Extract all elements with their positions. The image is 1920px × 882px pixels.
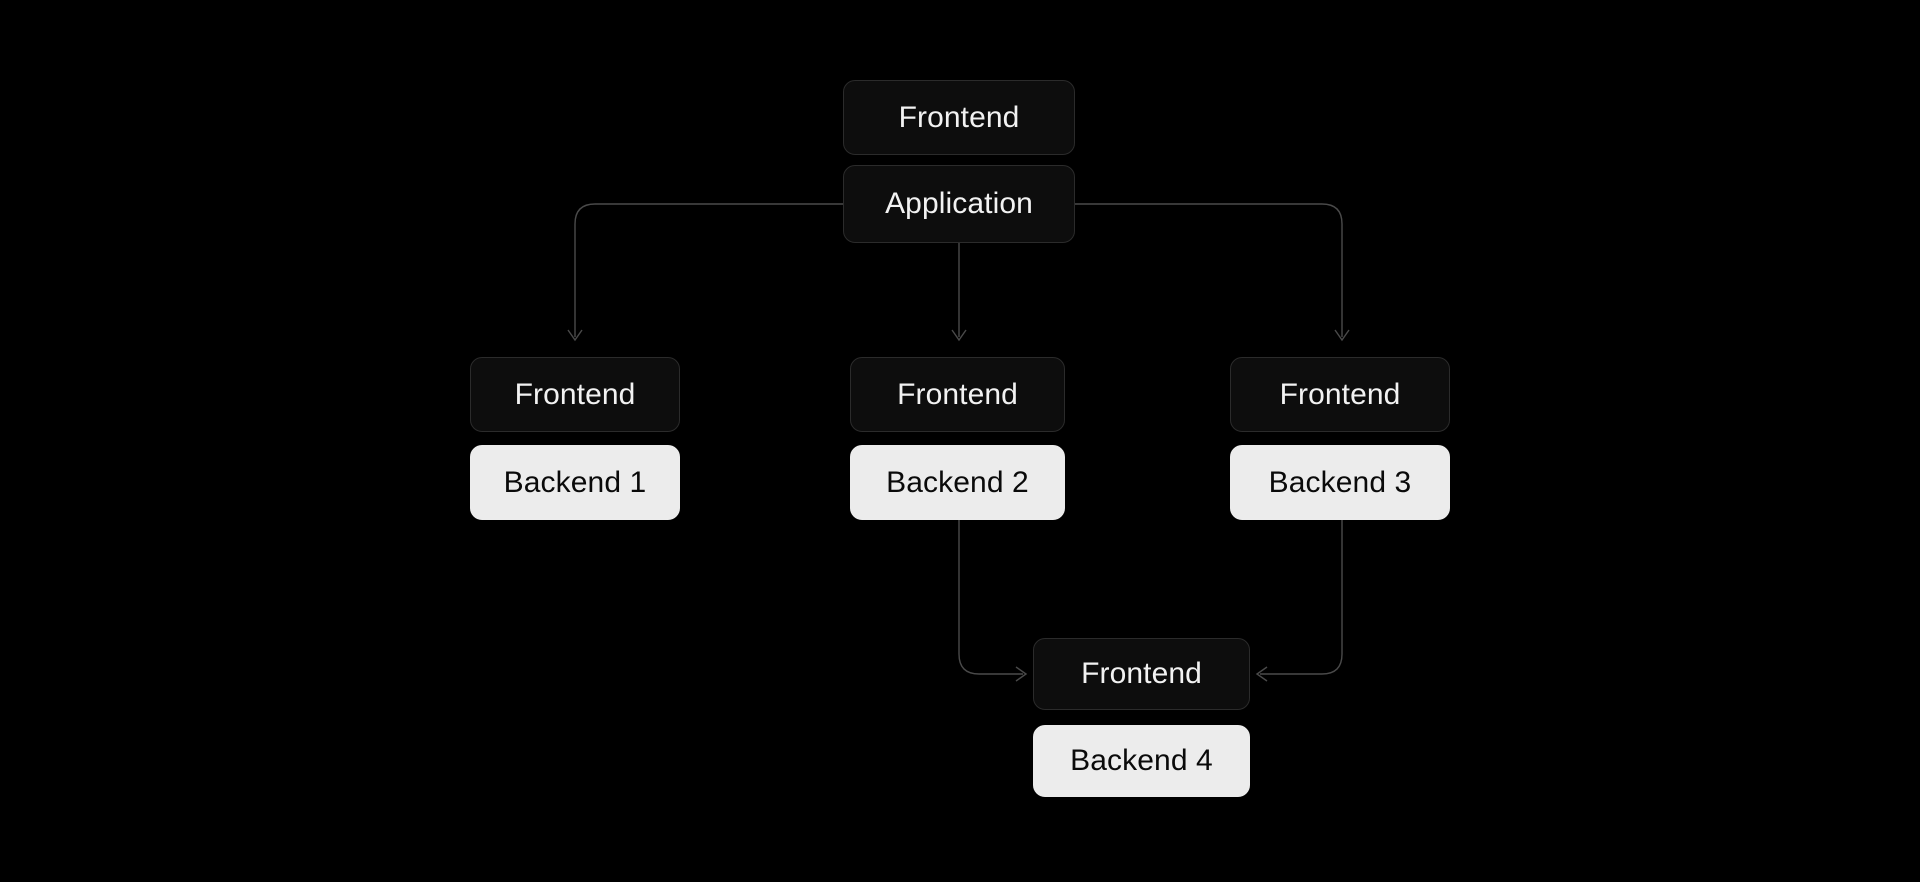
node-label-backend-1: Backend 1 [503, 465, 647, 499]
edge-application-to-frontend-3 [1075, 203, 1343, 337]
edge-application-to-frontend-3-arrowhead [1334, 329, 1350, 342]
node-label-frontend-2: Frontend [897, 377, 1018, 411]
edge-backend-2-to-frontend-4-arrowhead [1015, 666, 1028, 682]
node-frontend-3[interactable]: Frontend [1230, 357, 1450, 432]
node-frontend-4[interactable]: Frontend [1033, 638, 1250, 710]
node-backend-3[interactable]: Backend 3 [1230, 445, 1450, 520]
node-label-backend-2: Backend 2 [886, 465, 1029, 499]
node-label-frontend-1: Frontend [514, 377, 636, 411]
node-backend-1[interactable]: Backend 1 [470, 445, 680, 520]
node-label-backend-3: Backend 3 [1268, 465, 1412, 499]
node-backend-4[interactable]: Backend 4 [1033, 725, 1250, 797]
node-label-backend-4: Backend 4 [1070, 744, 1213, 777]
edge-application-to-frontend-2-arrowhead [951, 329, 967, 342]
node-frontend-top[interactable]: Frontend [843, 80, 1075, 155]
node-frontend-1[interactable]: Frontend [470, 357, 680, 432]
node-label-application: Application [885, 187, 1033, 220]
node-label-frontend-3: Frontend [1279, 377, 1401, 411]
edge-application-to-frontend-1 [574, 203, 843, 337]
edge-backend-3-to-frontend-4 [1260, 520, 1343, 675]
node-label-frontend-top: Frontend [898, 100, 1020, 134]
node-backend-2[interactable]: Backend 2 [850, 445, 1065, 520]
edge-application-to-frontend-1-arrowhead [567, 329, 583, 342]
node-label-frontend-4: Frontend [1081, 657, 1202, 690]
node-application[interactable]: Application [843, 165, 1075, 243]
edge-backend-2-to-frontend-4 [958, 520, 1023, 675]
edge-backend-3-to-frontend-4-arrowhead [1255, 666, 1268, 682]
node-frontend-2[interactable]: Frontend [850, 357, 1065, 432]
